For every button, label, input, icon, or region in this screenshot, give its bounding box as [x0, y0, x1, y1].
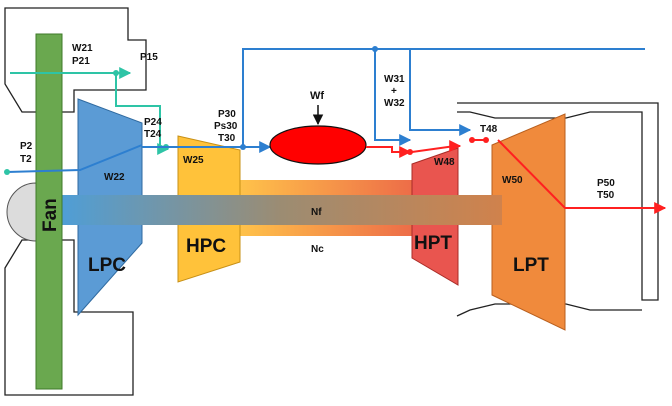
p24-label: P24: [144, 117, 162, 128]
nozzle-upper: [457, 102, 659, 301]
lpt-label: LPT: [513, 255, 549, 276]
station-31-node: [407, 149, 413, 155]
fan-cowl-upper: [4, 7, 147, 113]
w21-label: W21: [72, 43, 93, 54]
station-48-node-a: [469, 137, 475, 143]
w32-label: W32: [384, 98, 405, 109]
p2-label: P2: [20, 141, 33, 152]
core-flow-lines: [6, 48, 645, 173]
p50-label: P50: [597, 178, 615, 189]
low-shaft-label: Nf: [311, 207, 322, 218]
station-30-node: [240, 144, 246, 150]
t50-label: T50: [597, 190, 615, 201]
fan-component: [35, 33, 63, 390]
ps30-label: Ps30: [214, 121, 238, 132]
w22-label: W22: [104, 172, 125, 183]
w25-label: W25: [183, 155, 204, 166]
w50-label: W50: [502, 175, 523, 186]
bleed-node: [372, 46, 378, 52]
station-2-node: [4, 169, 10, 175]
station-48-node-b: [483, 137, 489, 143]
t2-label: T2: [20, 154, 32, 165]
combustor: [269, 125, 367, 165]
t30-label: T30: [218, 133, 236, 144]
wf-label: Wf: [310, 90, 324, 102]
w31-label: W31: [384, 74, 405, 85]
station-21-node: [113, 70, 119, 76]
fan-label: Fan: [40, 198, 61, 232]
w48-label: W48: [434, 157, 455, 168]
p15-label: P15: [140, 52, 158, 63]
lpt-component: [491, 113, 566, 331]
p21-label: P21: [72, 56, 90, 67]
lp-shaft: [62, 195, 502, 225]
t24-label: T24: [144, 129, 162, 140]
plus-label: +: [391, 86, 397, 97]
lpc-label: LPC: [88, 255, 126, 276]
hpc-label: HPC: [186, 236, 226, 257]
bypass-flow-lines: [10, 67, 170, 155]
t48-label: T48: [480, 124, 498, 135]
p30-label: P30: [218, 109, 236, 120]
spinner: [6, 182, 37, 242]
hpt-label: HPT: [414, 233, 452, 254]
high-shaft-label: Nc: [311, 244, 324, 255]
